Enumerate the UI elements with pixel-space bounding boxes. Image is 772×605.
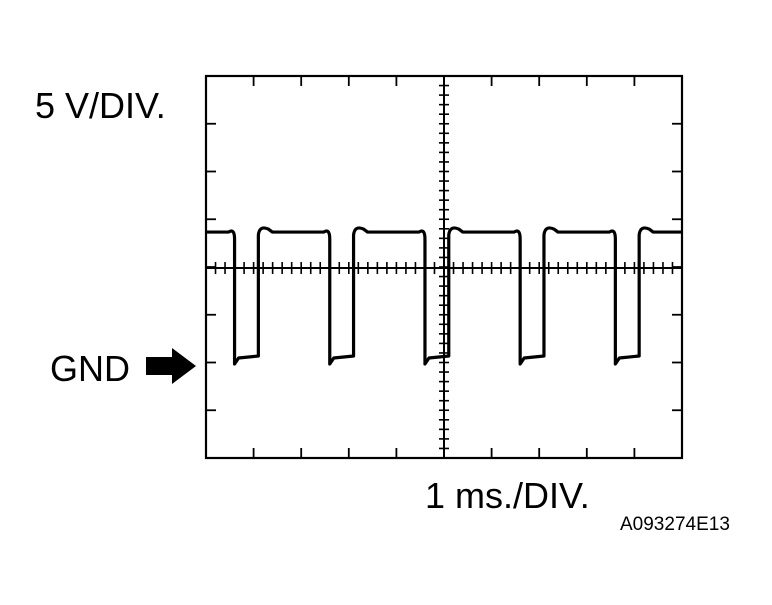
arrow-right-icon [146,348,196,384]
vertical-scale-label: 5 V/DIV. [35,85,166,126]
gnd-label: GND [50,348,130,389]
waveform-trace-group [206,226,682,366]
figure-code: A093274E13 [620,514,730,535]
waveform-trace [206,226,682,366]
horizontal-scale-label: 1 ms./DIV. [425,475,590,516]
scope-graticule [206,76,682,458]
